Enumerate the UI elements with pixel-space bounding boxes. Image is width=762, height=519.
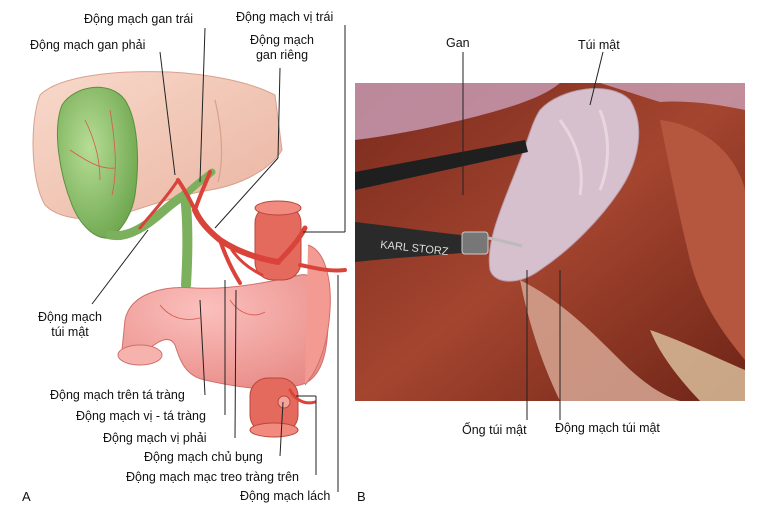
- laparoscopic-photo: KARL STORZ: [355, 83, 745, 401]
- panel-letter-b: B: [357, 489, 366, 504]
- gallbladder-shape: [57, 86, 139, 239]
- label-gallbladder: Túi mật: [578, 38, 620, 52]
- label-cystic-artery: Động mạch túi mật: [38, 310, 102, 339]
- artery-network: [138, 170, 347, 405]
- label-cystic-duct: Ống túi mật: [462, 423, 527, 437]
- label-cystic-artery-photo: Động mạch túi mật: [555, 421, 660, 435]
- label-left-hepatic-artery: Động mạch gan trái: [84, 12, 194, 26]
- label-left-gastric-artery: Động mạch vị trái: [236, 10, 334, 24]
- label-supraduodenal-artery: Động mạch trên tá tràng: [50, 388, 185, 402]
- label-proper-hepatic-artery: Động mạch gan riêng: [250, 33, 314, 62]
- label-liver: Gan: [446, 36, 470, 50]
- label-right-hepatic-artery: Động mạch gan phải: [30, 38, 146, 52]
- label-superior-mesenteric-artery: Động mạch mạc treo tràng trên: [126, 470, 299, 484]
- label-splenic-artery: Động mạch lách: [240, 489, 331, 503]
- label-gastroduodenal-artery: Động mạch vị - tá tràng: [76, 409, 206, 423]
- label-right-gastric-artery: Động mạch vị phải: [103, 431, 207, 445]
- label-celiac-artery: Động mạch chủ bụng: [144, 450, 263, 464]
- panel-letter-a: A: [22, 489, 31, 504]
